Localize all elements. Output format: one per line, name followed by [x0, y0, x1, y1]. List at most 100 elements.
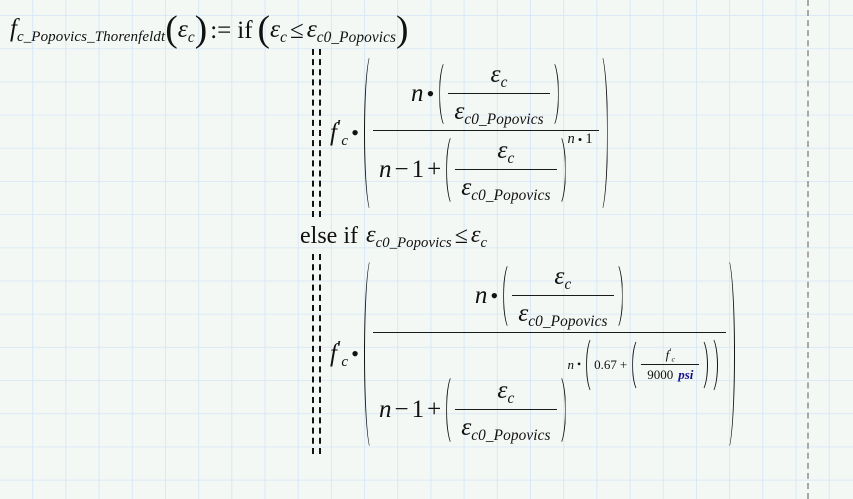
branch2-exponent-plus: + — [619, 356, 628, 372]
branch1-num-ratio-bottom-subscript: c0_Popovics — [464, 111, 544, 129]
branch2-exponent-outer-paren-right — [710, 335, 720, 395]
branch1-outer-paren-right — [600, 52, 610, 214]
argument-symbol: εc — [177, 14, 195, 47]
branch2-num-multiply: • — [490, 282, 499, 308]
branch1-exponent-multiply: • — [577, 132, 583, 148]
branch2-exponent-ratio-bottom: 9000 psi — [641, 365, 699, 383]
cond2-lhs-subscript: c0_Popovics — [375, 234, 452, 251]
branch2-den-ratio-top-subscript: c — [507, 389, 515, 407]
else-if-keyword: else if — [300, 222, 358, 249]
branch1-den-one: 1 — [411, 156, 425, 184]
else-if-line[interactable]: else if εc0_Popovics ≤ εc — [300, 221, 487, 252]
branch2-num-paren-left — [501, 261, 511, 331]
branch1-num-ratio-top: εc — [490, 59, 508, 92]
branch2-exponent-constant: 0.67 — [594, 356, 617, 372]
cond2-rhs-subscript: c — [480, 234, 488, 251]
branch1-den-paren-right — [558, 133, 568, 207]
branch1-den-ratio-paren: εc εc0_Popovics — [444, 133, 567, 207]
branch2-numerator: n • εc — [469, 261, 631, 332]
branch2-exponent-factor: n — [567, 356, 575, 372]
branch1-numerator: n • εc — [405, 59, 567, 130]
branch2-den-n: n — [378, 395, 392, 423]
branch1-exponent: n•1 — [568, 131, 593, 148]
branch1-den-ratio-bar — [455, 169, 557, 171]
branch2-num-ratio-bottom: εc0_Popovics — [518, 297, 608, 330]
program-bar-1 — [310, 49, 324, 218]
branch1-den-minus: − — [394, 156, 409, 184]
branch2-exponent-ratio-paren: f′c 9000 psi — [630, 337, 710, 393]
branch2-exponent-ratio-bar — [641, 364, 700, 366]
branch1-num-factor: n — [410, 80, 424, 108]
branch2-den-paren-left — [444, 373, 454, 447]
branch2-outer-paren-left — [362, 256, 372, 452]
branch2-num-factor: n — [474, 281, 488, 309]
branch1-num-ratio-top-subscript: c — [500, 74, 508, 92]
branch2-exponent: n • 0.67 + — [568, 335, 721, 395]
branch2-num-ratio-bar — [512, 294, 614, 296]
branch2-num-ratio-top-subscript: c — [564, 275, 572, 293]
branch2-den-ratio-bar — [455, 408, 557, 410]
branch2-den-ratio-bottom-subscript: c0_Popovics — [471, 426, 551, 444]
branch2-exponent-ratio-top: f′c — [665, 346, 676, 364]
branch1-den-n: n — [378, 156, 392, 184]
branch1-den-ratio-bottom: εc0_Popovics — [461, 172, 551, 205]
branch2-main-fraction: n • εc — [372, 261, 727, 447]
branch1-den-ratio-bottom-subscript: c0_Popovics — [471, 187, 551, 205]
definition-header[interactable]: fc_Popovics_Thorenfeldt ( εc ) := if ( ε… — [10, 9, 409, 51]
branch1-den-plus: + — [427, 156, 442, 184]
branch1-den-ratio-top: εc — [497, 135, 515, 168]
branch1-num-ratio-bar — [448, 93, 550, 95]
branch2-exponent-outer-paren-left — [584, 335, 594, 395]
branch2-exponent-ratio: f′c 9000 psi — [641, 346, 700, 384]
cond1-rhs: εc0_Popovics — [306, 14, 397, 47]
branch1-main-bar — [372, 130, 599, 132]
cond1-lhs-subscript: c — [280, 29, 287, 47]
cond1-relation: ≤ — [289, 16, 304, 44]
branch2-den-minus: − — [394, 395, 409, 423]
branch2-multiply: • — [351, 340, 359, 366]
branch1-denominator: n − 1 + εc — [373, 131, 599, 207]
arg-open-paren: ( — [165, 9, 178, 51]
branch1-num-paren-right — [551, 59, 561, 129]
page-margin-rule — [807, 0, 809, 499]
branch1-num-ratio-paren: εc εc0_Popovics — [437, 59, 560, 129]
cond-close-paren: ) — [396, 9, 409, 51]
branch1-coefficient-subscript: c — [341, 133, 349, 150]
branch1-num-multiply: • — [426, 80, 435, 106]
branch-1[interactable]: f′c • n • — [310, 49, 737, 218]
branch2-exponent-ratio-paren-right — [700, 337, 710, 393]
branch2-den-ratio-bottom: εc0_Popovics — [461, 411, 551, 444]
branch2-num-ratio-bottom-subscript: c0_Popovics — [528, 312, 608, 330]
branch2-exponent-ratio-paren-left — [630, 337, 640, 393]
branch1-main-fraction: n • εc — [372, 59, 599, 207]
cond1-lhs: εc — [270, 14, 287, 47]
branch2-denominator-row: n − 1 + εc — [373, 333, 726, 447]
math-region[interactable]: fc_Popovics_Thorenfeldt ( εc ) := if ( ε… — [10, 9, 737, 454]
branch2-outer-paren: n • εc — [362, 256, 737, 452]
branch2-den-plus: + — [427, 395, 442, 423]
branch2-exponent-multiply: • — [577, 358, 582, 372]
branch2-outer-paren-right — [727, 256, 737, 452]
branch2-num-ratio: εc εc0_Popovics — [512, 261, 614, 331]
branch2-exponent-ratio-value: 9000 — [647, 367, 674, 383]
branch1-num-ratio: εc εc0_Popovics — [448, 59, 550, 129]
branch1-den-ratio: εc εc0_Popovics — [455, 135, 557, 205]
branch2-den-paren-right — [558, 373, 568, 447]
branch1-exponent-factor: n — [567, 131, 575, 148]
cond-open-paren: ( — [257, 9, 271, 51]
assign-operator: := — [210, 16, 232, 44]
cond1-rhs-subscript: c0_Popovics — [316, 29, 397, 47]
cond2-lhs: εc0_Popovics — [365, 221, 452, 251]
branch2-main-bar — [372, 331, 727, 333]
branch2-den-ratio: εc εc0_Popovics — [455, 375, 557, 445]
branch1-outer-paren-left — [362, 52, 372, 214]
arg-close-paren: ) — [194, 9, 208, 51]
function-name: fc_Popovics_Thorenfeldt — [10, 15, 166, 45]
branch1-num-paren-left — [437, 59, 447, 129]
branch1-exponent-value: 1 — [585, 131, 593, 148]
if-keyword: if — [237, 16, 253, 44]
branch2-num-paren-right — [615, 261, 625, 331]
branch-2[interactable]: f′c • n • — [310, 253, 737, 454]
branch2-exponent-unit: psi — [678, 367, 694, 383]
function-name-subscript: c_Popovics_Thorenfeldt — [16, 28, 166, 45]
